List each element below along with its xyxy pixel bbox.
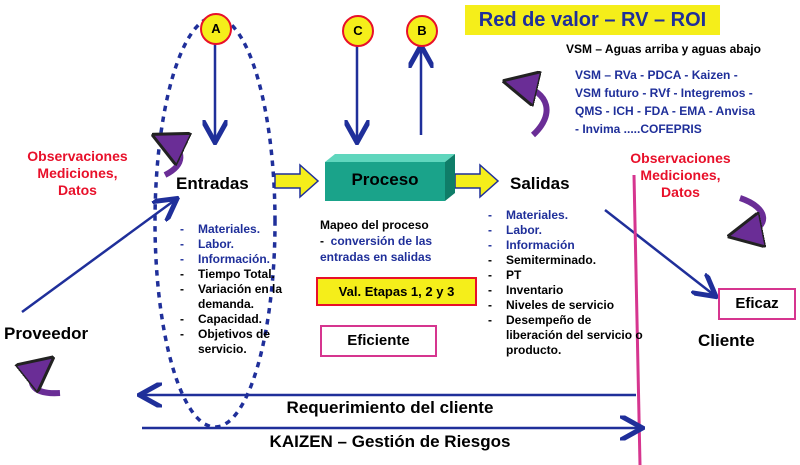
list-item: -Inventario bbox=[488, 283, 648, 298]
arrow-proceso-salidas bbox=[454, 163, 500, 199]
bullet-dash: - bbox=[180, 252, 184, 266]
list-item: -Semiterminado. bbox=[488, 253, 648, 268]
arrow-entradas-proceso bbox=[274, 163, 320, 199]
obs-line: Observaciones bbox=[27, 148, 128, 164]
vsm-tools-line: VSM – RVa - PDCA - Kaizen - bbox=[575, 68, 738, 82]
salidas-list: -Materiales.-Labor.-Información-Semiterm… bbox=[488, 208, 648, 358]
vsm-tools-line: VSM futuro - RVf - Integremos - bbox=[575, 86, 753, 100]
proceso-box bbox=[325, 154, 455, 201]
cycle-arrow-icon bbox=[165, 142, 180, 178]
list-item: -Materiales. bbox=[488, 208, 648, 223]
marker-c: C bbox=[342, 15, 374, 47]
bullet-dash: - bbox=[180, 222, 184, 236]
bullet-dash: - bbox=[180, 237, 184, 251]
vsm-heading: VSM – Aguas arriba y aguas abajo bbox=[566, 42, 761, 56]
list-item: -Variación en la demanda. bbox=[180, 282, 305, 312]
vsm-tools-line: QMS - ICH - FDA - EMA - Anvisa bbox=[575, 104, 755, 118]
obs-line: Datos bbox=[58, 182, 97, 198]
cycle-arrow-icon bbox=[32, 368, 61, 397]
obs-line: Mediciones, bbox=[37, 165, 118, 181]
cycle-arrow-icon bbox=[740, 195, 763, 233]
list-item: -PT bbox=[488, 268, 648, 283]
mapeo-text: Mapeo del proceso - conversión de las en… bbox=[320, 217, 432, 265]
val-etapas-box: Val. Etapas 1, 2 y 3 bbox=[316, 277, 477, 306]
list-item: -Labor. bbox=[488, 223, 648, 238]
list-item: -Tiempo Total. bbox=[180, 267, 305, 282]
proceso-title: Proceso bbox=[351, 170, 419, 189]
title-banner: Red de valor – RV – ROI bbox=[465, 5, 720, 35]
list-item: -Información. bbox=[180, 252, 305, 267]
list-item-text: Niveles de servicio bbox=[506, 298, 615, 312]
list-item: -Labor. bbox=[180, 237, 305, 252]
list-item-text: Labor. bbox=[506, 223, 543, 237]
bullet-dash: - bbox=[180, 267, 184, 281]
cycle-arrow-icon bbox=[520, 85, 550, 138]
marker-a: A bbox=[200, 13, 232, 45]
salidas-title: Salidas bbox=[510, 174, 570, 193]
eficiente-box: Eficiente bbox=[320, 325, 437, 357]
obs-line: Datos bbox=[661, 184, 700, 200]
list-item: -Desempeño de liberación del servicio o … bbox=[488, 313, 648, 358]
arrow-salidas-cliente bbox=[604, 209, 714, 295]
bullet-dash: - bbox=[180, 327, 184, 341]
conversion-line: entradas en salidas bbox=[320, 250, 432, 264]
bullet-dash: - bbox=[488, 223, 492, 237]
list-item: -Materiales. bbox=[180, 222, 305, 237]
list-item-text: Desempeño de liberación del servicio o p… bbox=[506, 313, 643, 357]
proveedor-label: Proveedor bbox=[4, 324, 89, 343]
arrow-proveedor-entradas bbox=[21, 200, 175, 314]
list-item-text: Materiales. bbox=[198, 222, 261, 236]
obs-line: Mediciones, bbox=[640, 167, 721, 183]
entradas-list: -Materiales.-Labor.-Información.-Tiempo … bbox=[180, 222, 305, 357]
list-item-text: PT bbox=[506, 268, 522, 282]
conversion-line: conversión de las bbox=[330, 234, 433, 248]
bullet-dash: - bbox=[180, 312, 184, 326]
bullet-dash: - bbox=[488, 298, 492, 312]
dash: - bbox=[320, 234, 331, 248]
list-item: -Información bbox=[488, 238, 648, 253]
vsm-tools: VSM – RVa - PDCA - Kaizen - VSM futuro -… bbox=[575, 66, 755, 138]
list-item-text: Labor. bbox=[198, 237, 235, 251]
list-item-text: Variación en la demanda. bbox=[198, 282, 283, 311]
list-item-text: Información bbox=[506, 238, 575, 252]
marker-b: B bbox=[406, 15, 438, 47]
list-item: -Niveles de servicio bbox=[488, 298, 648, 313]
list-item-text: Inventario bbox=[506, 283, 564, 297]
observaciones-right: Observaciones Mediciones, Datos bbox=[608, 150, 753, 201]
entradas-title: Entradas bbox=[176, 174, 249, 193]
eficaz-box: Eficaz bbox=[718, 288, 796, 320]
kaizen-label: KAIZEN – Gestión de Riesgos bbox=[269, 432, 511, 451]
list-item-text: Objetivos de servicio. bbox=[198, 327, 271, 356]
bullet-dash: - bbox=[488, 268, 492, 282]
requerimiento-label: Requerimiento del cliente bbox=[286, 398, 494, 417]
observaciones-left: Observaciones Mediciones, Datos bbox=[5, 148, 150, 199]
vsm-tools-line: - Invima .....COFEPRIS bbox=[575, 122, 702, 136]
bullet-dash: - bbox=[488, 253, 492, 267]
bullet-dash: - bbox=[488, 283, 492, 297]
list-item-text: Información. bbox=[198, 252, 271, 266]
bullet-dash: - bbox=[180, 282, 184, 296]
bullet-dash: - bbox=[488, 208, 492, 222]
list-item-text: Tiempo Total. bbox=[198, 267, 275, 281]
list-item-text: Materiales. bbox=[506, 208, 569, 222]
obs-line: Observaciones bbox=[630, 150, 731, 166]
bullet-dash: - bbox=[488, 313, 492, 327]
list-item-text: Semiterminado. bbox=[506, 253, 597, 267]
mapeo-label: Mapeo del proceso bbox=[320, 218, 429, 232]
list-item: -Capacidad. bbox=[180, 312, 305, 327]
list-item: -Objetivos de servicio. bbox=[180, 327, 305, 357]
bullet-dash: - bbox=[488, 238, 492, 252]
list-item-text: Capacidad. bbox=[198, 312, 263, 326]
cliente-label: Cliente bbox=[698, 331, 755, 350]
